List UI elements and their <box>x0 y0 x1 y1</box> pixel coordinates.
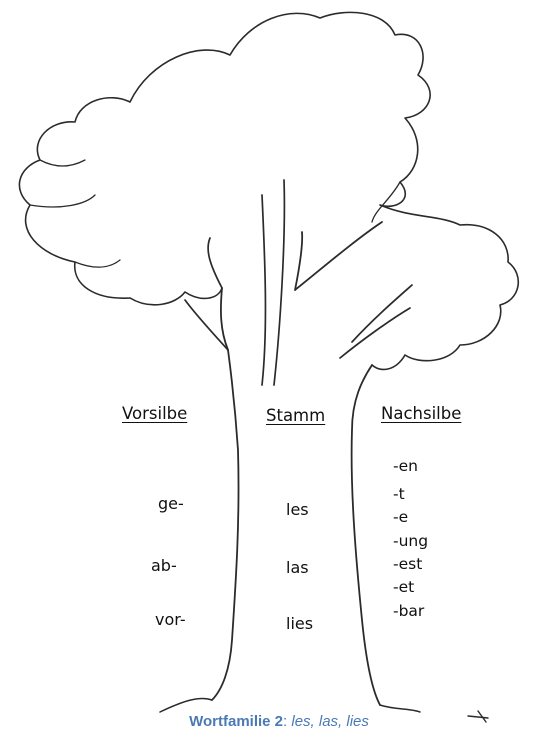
stem-column-header: Stamm <box>266 406 326 425</box>
caption-words: les, las, lies <box>291 713 369 730</box>
suffix-item: -ung <box>393 532 429 550</box>
tree-branch-v-left <box>294 221 383 291</box>
stem-item: lies <box>286 614 314 633</box>
tree-crown-outline <box>18 11 520 371</box>
suffix-item: -t <box>393 485 405 503</box>
tree-branch-left <box>184 237 229 351</box>
prefix-item: vor- <box>155 610 186 629</box>
caption-title: Wortfamilie 2 <box>189 713 284 730</box>
stem-item: les <box>286 500 309 519</box>
tree-roots <box>159 697 421 713</box>
suffix-item: -est <box>393 555 423 573</box>
suffix-item: -e <box>393 508 409 526</box>
tree-crown-left-bottom <box>129 287 223 306</box>
prefix-item: ab- <box>151 556 177 575</box>
prefix-column-header: Vorsilbe <box>122 404 188 423</box>
prefix-item: ge- <box>158 494 184 513</box>
caption: Wortfamilie 2: les, las, lies <box>0 713 558 730</box>
tree-branch-right <box>339 284 413 359</box>
tree-trunk-left <box>211 287 240 701</box>
suffix-item: -en <box>393 457 418 475</box>
suffix-column-header: Nachsilbe <box>381 404 462 423</box>
suffix-item: -bar <box>393 602 425 620</box>
stem-item: las <box>286 558 309 577</box>
suffix-item: -et <box>393 578 415 596</box>
tree-branch-middle <box>261 179 286 386</box>
caption-separator: : <box>283 713 288 730</box>
tree-trunk-right <box>350 364 381 706</box>
